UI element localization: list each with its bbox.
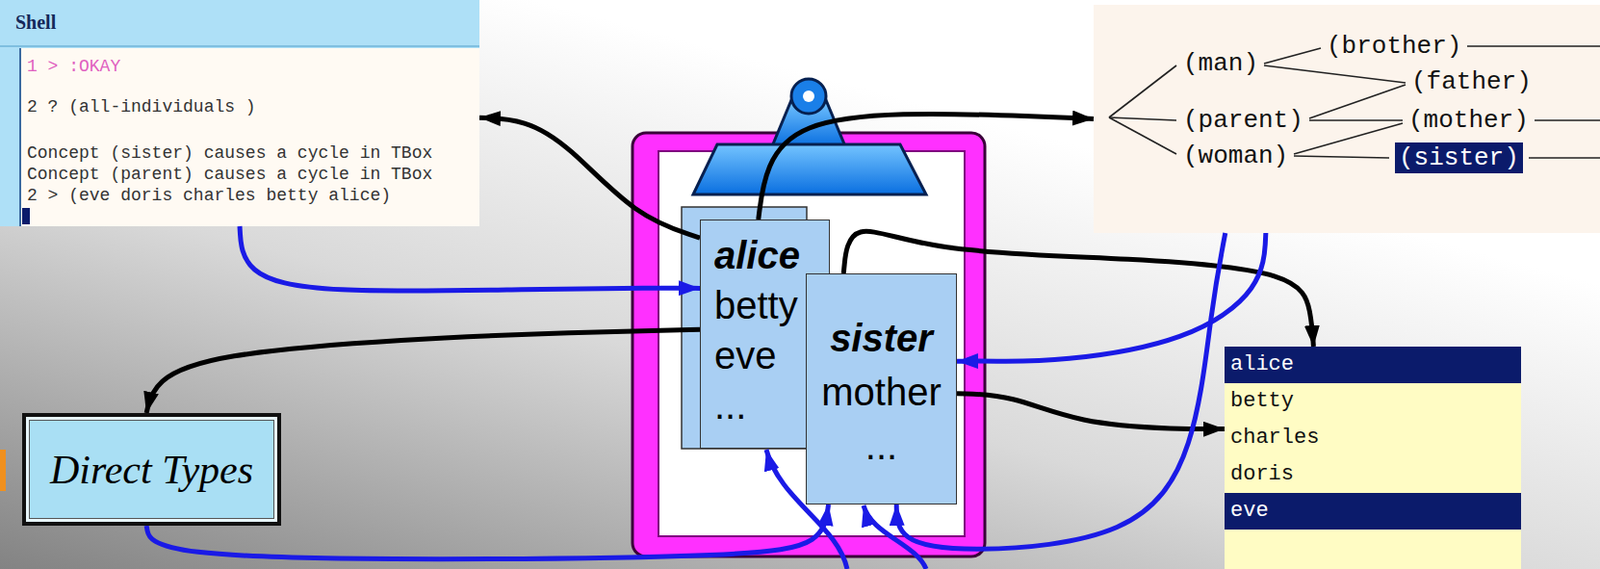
concept-tree: (man) (brother) (father) (parent) (mother) (w… <box>1093 4 1600 233</box>
list-item: alice <box>1224 346 1522 384</box>
shell-line: Concept (sister) causes a cycle in TBox <box>26 142 433 164</box>
clip-hole <box>802 90 815 103</box>
black-arrow <box>956 393 1225 430</box>
tree-line <box>1264 48 1321 64</box>
tree-line <box>1528 156 1600 159</box>
concept-name: (parent) <box>1183 104 1304 136</box>
index-card: sistermother... <box>805 273 957 505</box>
tree-line <box>1264 65 1406 83</box>
tree-line <box>1467 45 1600 48</box>
black-arrow <box>146 329 700 413</box>
button-label: Direct Types <box>50 446 254 493</box>
text-cursor <box>22 207 30 225</box>
shell-line: 2 ? (all-individuals ) <box>26 96 257 118</box>
window-border <box>19 48 22 227</box>
concept-name: (man) <box>1183 48 1259 79</box>
clipboard <box>632 78 985 557</box>
card-text: mother <box>821 364 942 419</box>
tree-line <box>1309 84 1406 119</box>
concept-name: (woman) <box>1183 140 1289 172</box>
edge-mark <box>0 449 6 491</box>
card-text: ... <box>865 418 898 473</box>
tree-line <box>1293 155 1390 158</box>
concept-name: (sister) <box>1394 142 1523 174</box>
clipboard-paper <box>658 151 965 537</box>
tree-line <box>1309 119 1403 122</box>
card-text: sister <box>829 310 933 365</box>
individual-list: alicebettycharlesdoriseve <box>1224 346 1522 569</box>
list-item: doris <box>1224 456 1522 493</box>
card-text: alice <box>714 230 800 281</box>
card-text: ... <box>714 380 747 431</box>
window-content <box>21 48 480 227</box>
concept-name: (mother) <box>1408 104 1529 136</box>
list-item: charles <box>1224 419 1522 457</box>
tree-line <box>1109 117 1177 155</box>
shell-window: Shell 1 > :OKAY 2 ? (all-individuals ) Conc… <box>0 0 480 227</box>
push-button: Direct Types <box>22 412 282 526</box>
clip-ring <box>791 78 826 114</box>
shell-line: Concept (parent) causes a cycle in TBox <box>26 164 433 185</box>
tree-line <box>1534 119 1600 122</box>
shell-line: 2 > (eve doris charles betty alice) <box>26 185 391 207</box>
tree-panel <box>1093 4 1600 233</box>
black-arrow <box>758 113 1094 220</box>
shell-line: Shell <box>15 7 56 37</box>
card-text: eve <box>714 330 777 381</box>
concept-name: (father) <box>1411 66 1532 98</box>
tree-lines <box>1109 46 1600 158</box>
tree-line <box>1293 123 1403 155</box>
black-arrow <box>479 117 700 238</box>
clip-body <box>693 144 927 195</box>
window-frame <box>0 0 480 227</box>
blue-arrow <box>239 226 700 291</box>
clipboard-board <box>632 132 985 557</box>
list-item: eve <box>1224 492 1522 530</box>
tree-line <box>1109 117 1177 121</box>
shell-chrome <box>0 0 480 227</box>
shell-line: 1 > :OKAY <box>26 55 121 78</box>
list-item: betty <box>1224 383 1522 420</box>
concept-name: (brother) <box>1326 30 1462 62</box>
window-border <box>0 45 480 48</box>
card-text: betty <box>714 280 799 331</box>
tree-line <box>1109 65 1177 118</box>
